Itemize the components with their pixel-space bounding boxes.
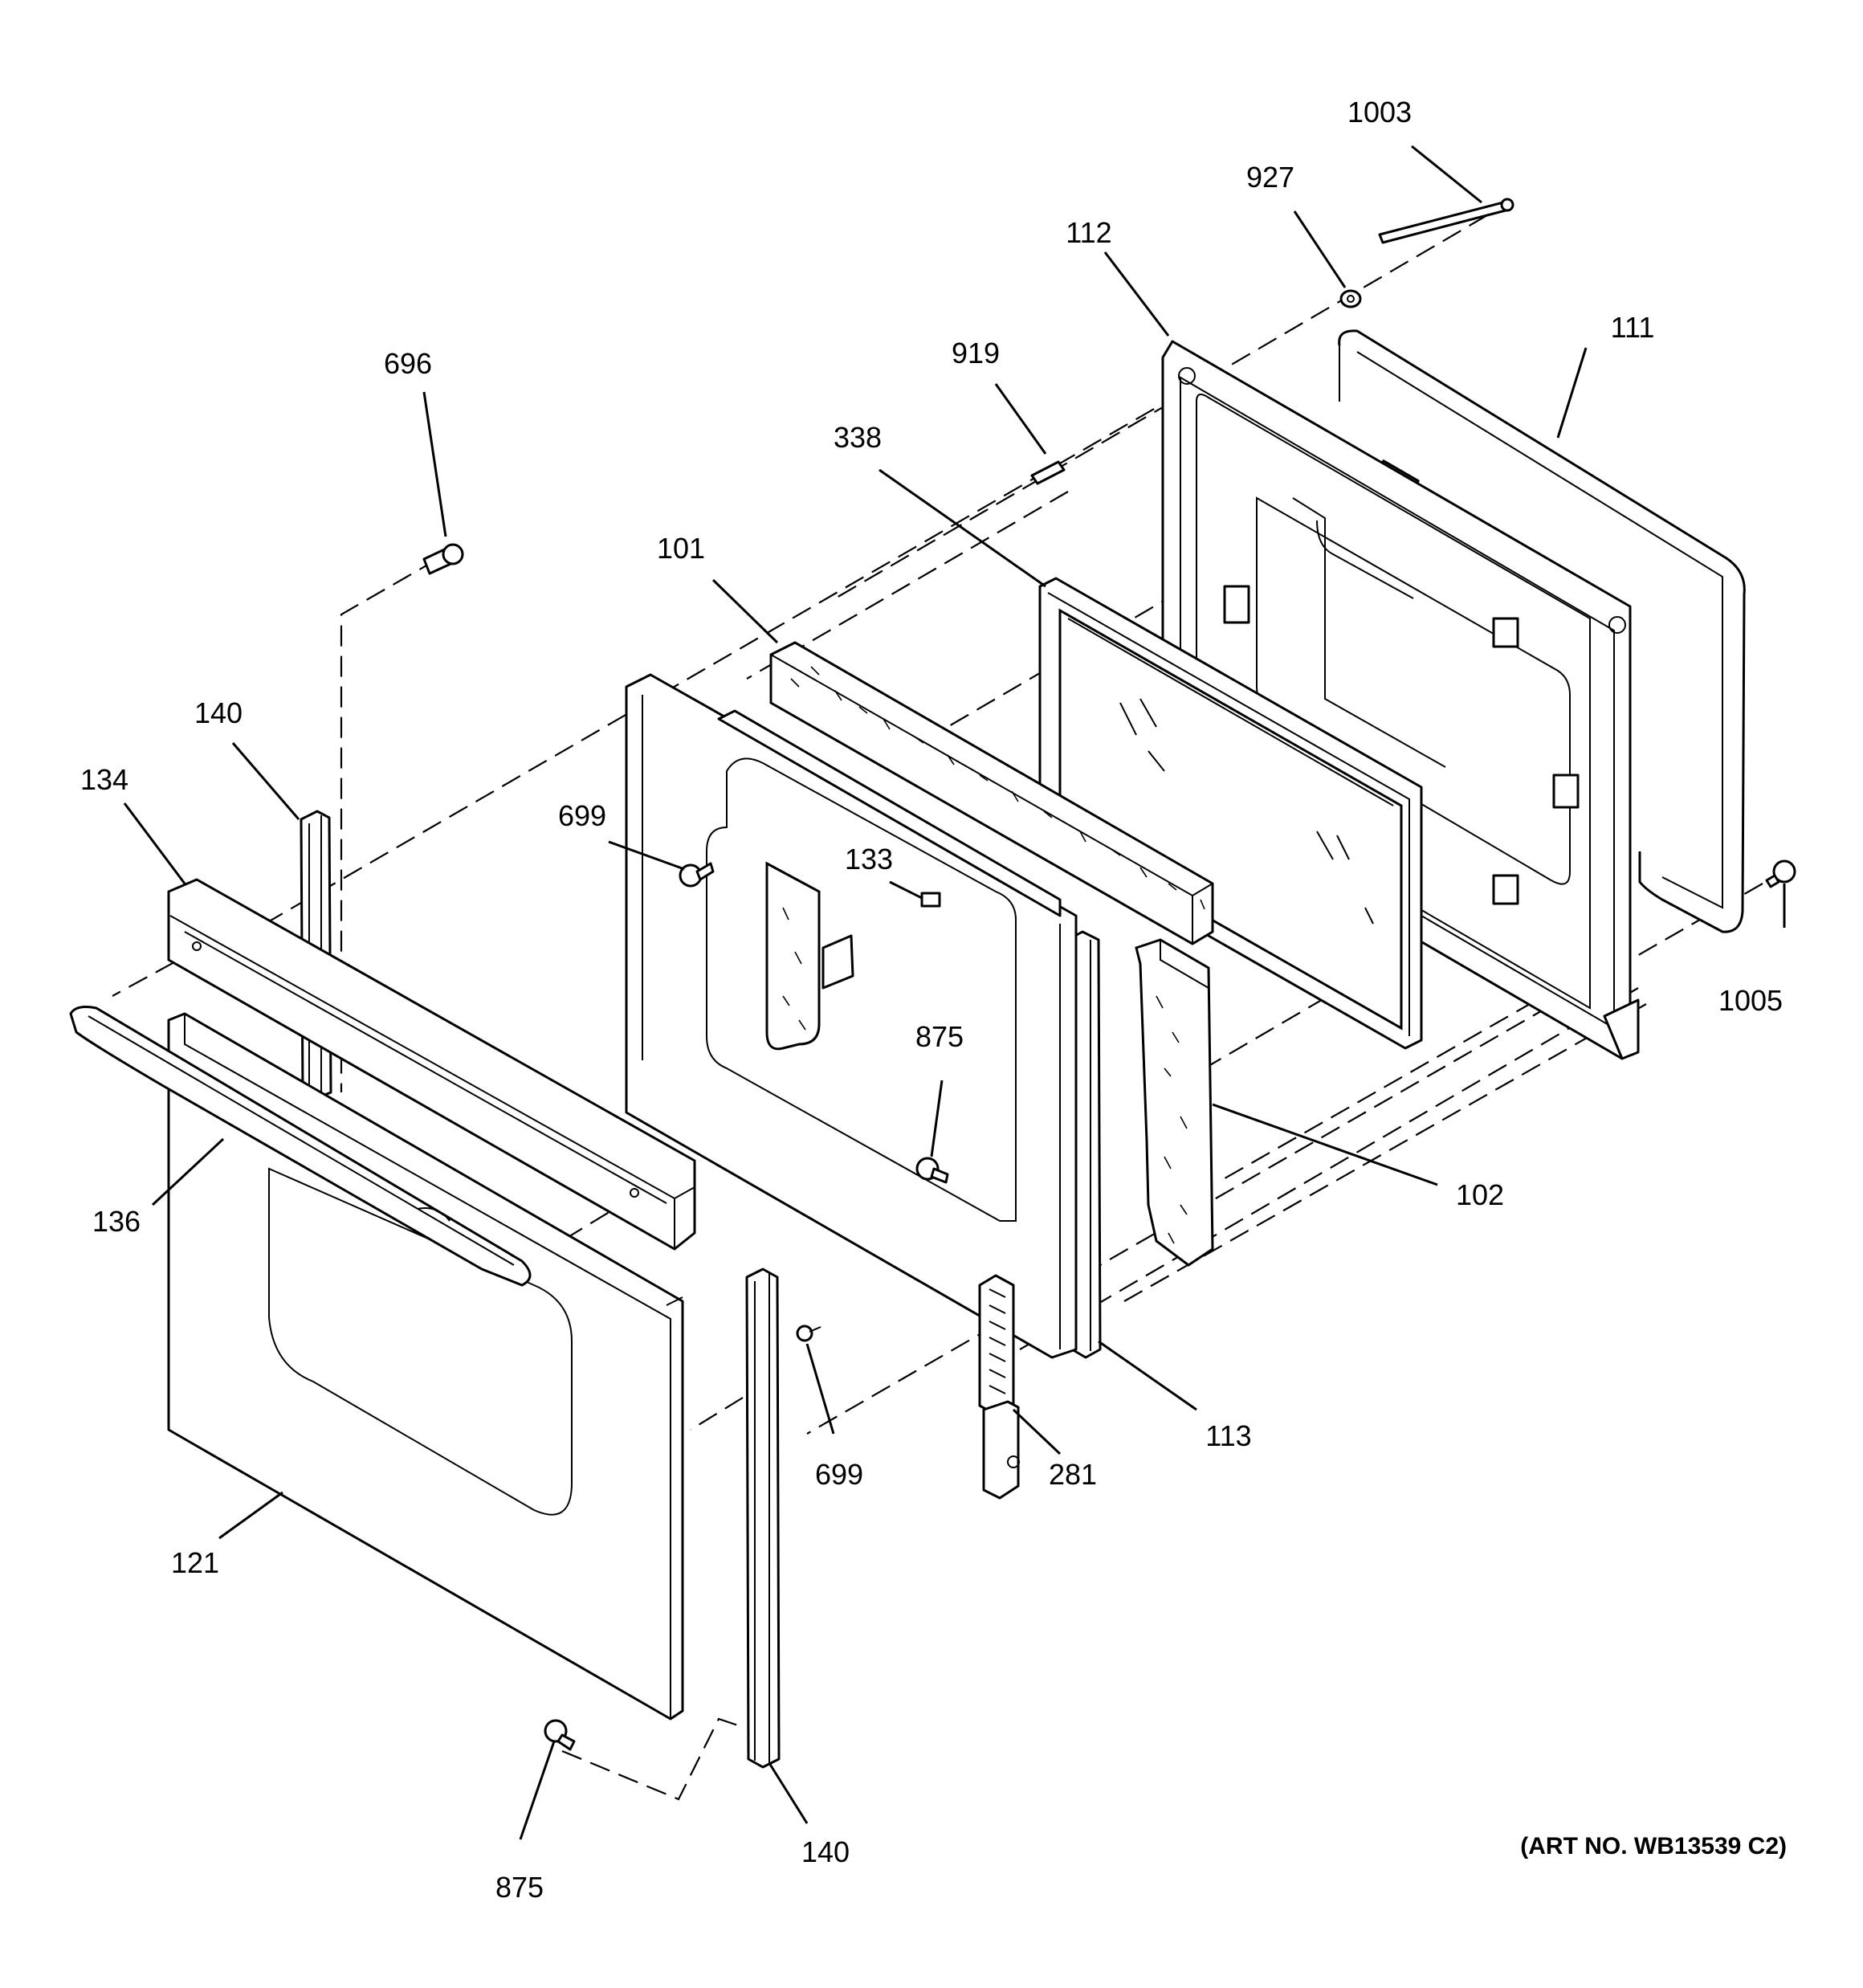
screw-699-lower-icon <box>796 1325 821 1342</box>
callout-875-lower: 875 <box>495 1871 544 1904</box>
callout-111: 111 <box>1611 311 1655 344</box>
callout-927: 927 <box>1246 161 1294 194</box>
art-number: (ART NO. WB13539 C2) <box>1520 1833 1787 1859</box>
callout-699-lower: 699 <box>815 1458 863 1491</box>
callout-696: 696 <box>384 347 432 380</box>
callout-1003: 1003 <box>1347 96 1412 129</box>
callout-121: 121 <box>171 1546 219 1579</box>
callout-1005: 1005 <box>1718 984 1783 1017</box>
callout-140-lower: 140 <box>801 1835 850 1868</box>
callout-281: 281 <box>1049 1458 1097 1491</box>
screw-1003-icon <box>1378 198 1514 244</box>
part-101-insulation-top <box>769 641 1214 945</box>
part-136-door-handle <box>69 1006 532 1287</box>
part-134-top-trim <box>167 878 696 1251</box>
callout-134: 134 <box>80 763 128 796</box>
callout-699-upper: 699 <box>558 799 606 832</box>
part-112-door-liner <box>1161 340 1640 1060</box>
callout-875-upper: 875 <box>915 1020 964 1053</box>
callout-338: 338 <box>834 421 882 454</box>
callout-140-upper: 140 <box>194 696 243 729</box>
screw-696-icon <box>422 543 464 575</box>
screw-699-upper-icon <box>679 862 715 888</box>
callout-919: 919 <box>952 337 1000 369</box>
callout-113: 113 <box>1205 1419 1251 1452</box>
leader-lines <box>123 145 1786 1840</box>
pin-919-icon <box>1030 460 1066 485</box>
callout-136: 136 <box>92 1205 141 1238</box>
inner-door-panel <box>625 673 1078 1359</box>
screw-875-lower-icon <box>544 1719 576 1751</box>
part-140-hinge-rail-right <box>745 1268 781 1769</box>
fasteners <box>422 198 1796 1751</box>
screw-1005-icon <box>1765 859 1796 888</box>
part-281-hinge <box>978 1274 1020 1500</box>
callout-101: 101 <box>657 532 705 565</box>
part-338-window-glass <box>1038 577 1423 1050</box>
screw-875-upper-icon <box>915 1157 949 1184</box>
washer-927-icon <box>1339 289 1362 308</box>
insulation-texture <box>790 666 1205 910</box>
callout-112: 112 <box>1066 216 1111 249</box>
part-121-outer-door <box>167 1012 684 1721</box>
callout-102: 102 <box>1456 1178 1504 1211</box>
callout-labels: 1003 927 112 111 919 696 338 101 140 134… <box>80 96 1783 1904</box>
part-102-insulation-side <box>1135 938 1214 1267</box>
callout-133: 133 <box>845 843 893 876</box>
